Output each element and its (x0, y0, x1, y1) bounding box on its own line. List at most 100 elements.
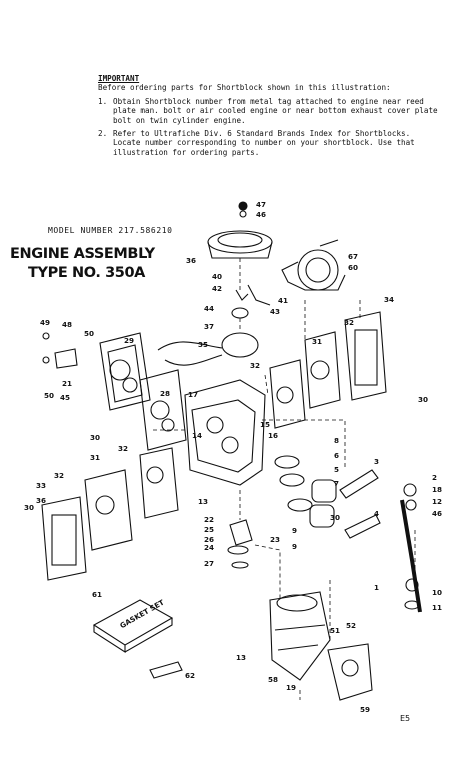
callout-52: 52 (346, 621, 356, 630)
callout-31: 31 (312, 337, 322, 346)
title-line-1: ENGINE ASSEMBLY (10, 246, 155, 262)
magneto-coil (221, 332, 259, 358)
side-cover (344, 311, 387, 401)
callout-67: 67 (348, 252, 358, 261)
callout-7: 7 (334, 479, 339, 488)
callout-4: 4 (374, 509, 379, 518)
transfer-cover (269, 359, 306, 429)
callout-22: 22 (204, 515, 214, 524)
callout-45: 45 (60, 393, 70, 402)
callout-23: 23 (270, 535, 280, 544)
starter-assembly (297, 249, 339, 291)
callout-40: 40 (212, 272, 222, 281)
callout-14: 14 (192, 431, 202, 440)
callout-27: 27 (204, 559, 214, 568)
callout-32: 32 (118, 444, 128, 453)
callout-58: 58 (268, 675, 278, 684)
callout-12: 12 (432, 497, 442, 506)
callout-32: 32 (344, 318, 354, 327)
reed-plate (139, 369, 187, 451)
callout-6: 6 (334, 451, 339, 460)
callout-9: 9 (292, 542, 297, 551)
carburetor (327, 643, 373, 701)
callout-30: 30 (24, 503, 34, 512)
callout-41: 41 (278, 296, 288, 305)
callout-44: 44 (204, 304, 214, 313)
callout-50: 50 (84, 329, 94, 338)
callout-9: 9 (292, 526, 297, 535)
callout-36: 36 (186, 256, 196, 265)
piston-upper (311, 479, 337, 503)
callout-50: 50 (44, 391, 54, 400)
callout-29: 29 (124, 336, 134, 345)
part-drawings (41, 201, 422, 701)
callout-30: 30 (90, 433, 100, 442)
callout-2: 2 (432, 473, 437, 482)
instructions-block: IMPORTANT Before ordering parts for Shor… (98, 74, 438, 157)
callout-59: 59 (360, 705, 370, 714)
callout-16: 16 (268, 431, 278, 440)
page-code: E5 (400, 714, 411, 723)
connecting-rod (339, 469, 379, 499)
callout-13: 13 (198, 497, 208, 506)
title-line-2: TYPE NO. 350A (28, 265, 145, 281)
intake-plate (99, 332, 151, 411)
callout-11: 11 (432, 603, 442, 612)
callout-36: 36 (36, 496, 46, 505)
step-number: 2. (98, 129, 108, 139)
instruction-step-1: 1. Obtain Shortblock number from metal t… (98, 97, 438, 125)
callout-3: 3 (374, 457, 379, 466)
piston-lower (309, 504, 335, 528)
callout-24: 24 (204, 543, 214, 552)
callout-26: 26 (204, 535, 214, 544)
callout-47: 47 (256, 200, 266, 209)
callout-28: 28 (160, 389, 170, 398)
step-number: 1. (98, 96, 108, 106)
callout-35: 35 (198, 340, 208, 349)
callout-46: 46 (256, 210, 266, 219)
exhaust-plate (41, 496, 87, 581)
air-intake-cover (207, 230, 273, 254)
cylinder-block (184, 379, 266, 486)
callout-49: 49 (40, 318, 50, 327)
callout-60: 60 (348, 263, 358, 272)
lower-housing (269, 591, 331, 681)
callout-37: 37 (204, 322, 214, 331)
callout-19: 19 (286, 683, 296, 692)
callout-62: 62 (185, 671, 195, 680)
callout-30: 30 (418, 395, 428, 404)
callout-46: 46 (432, 509, 442, 518)
callout-32: 32 (250, 361, 260, 370)
diagram-title: ENGINE ASSEMBLY TYPE NO. 350A (10, 245, 155, 283)
callout-48: 48 (62, 320, 72, 329)
callout-31: 31 (90, 453, 100, 462)
callout-34: 34 (384, 295, 394, 304)
callout-43: 43 (270, 307, 280, 316)
exhaust-cover (84, 469, 133, 551)
callout-18: 18 (432, 485, 442, 494)
callout-17: 17 (188, 390, 198, 399)
model-number: MODEL NUMBER 217.586210 (48, 226, 173, 235)
callout-5: 5 (334, 465, 339, 474)
callout-21: 21 (62, 379, 72, 388)
callout-1: 1 (374, 583, 379, 592)
callout-25: 25 (204, 525, 214, 534)
instruction-step-2: 2. Refer to Ultrafiche Div. 6 Standard B… (98, 129, 438, 157)
callout-61: 61 (92, 590, 102, 599)
callout-33: 33 (36, 481, 46, 490)
callout-42: 42 (212, 284, 222, 293)
callout-32: 32 (54, 471, 64, 480)
step-text: Obtain Shortblock number from metal tag … (113, 96, 438, 125)
callout-10: 10 (432, 588, 442, 597)
callout-51: 51 (330, 626, 340, 635)
callout-15: 15 (260, 420, 270, 429)
instructions-intro: Before ordering parts for Shortblock sho… (98, 83, 391, 93)
gasket-left (139, 447, 179, 519)
step-text: Refer to Ultrafiche Div. 6 Standard Bran… (113, 129, 415, 157)
callout-8: 8 (334, 436, 339, 445)
callout-30: 30 (330, 513, 340, 522)
important-heading: IMPORTANT (98, 74, 140, 83)
callout-13: 13 (236, 653, 246, 662)
